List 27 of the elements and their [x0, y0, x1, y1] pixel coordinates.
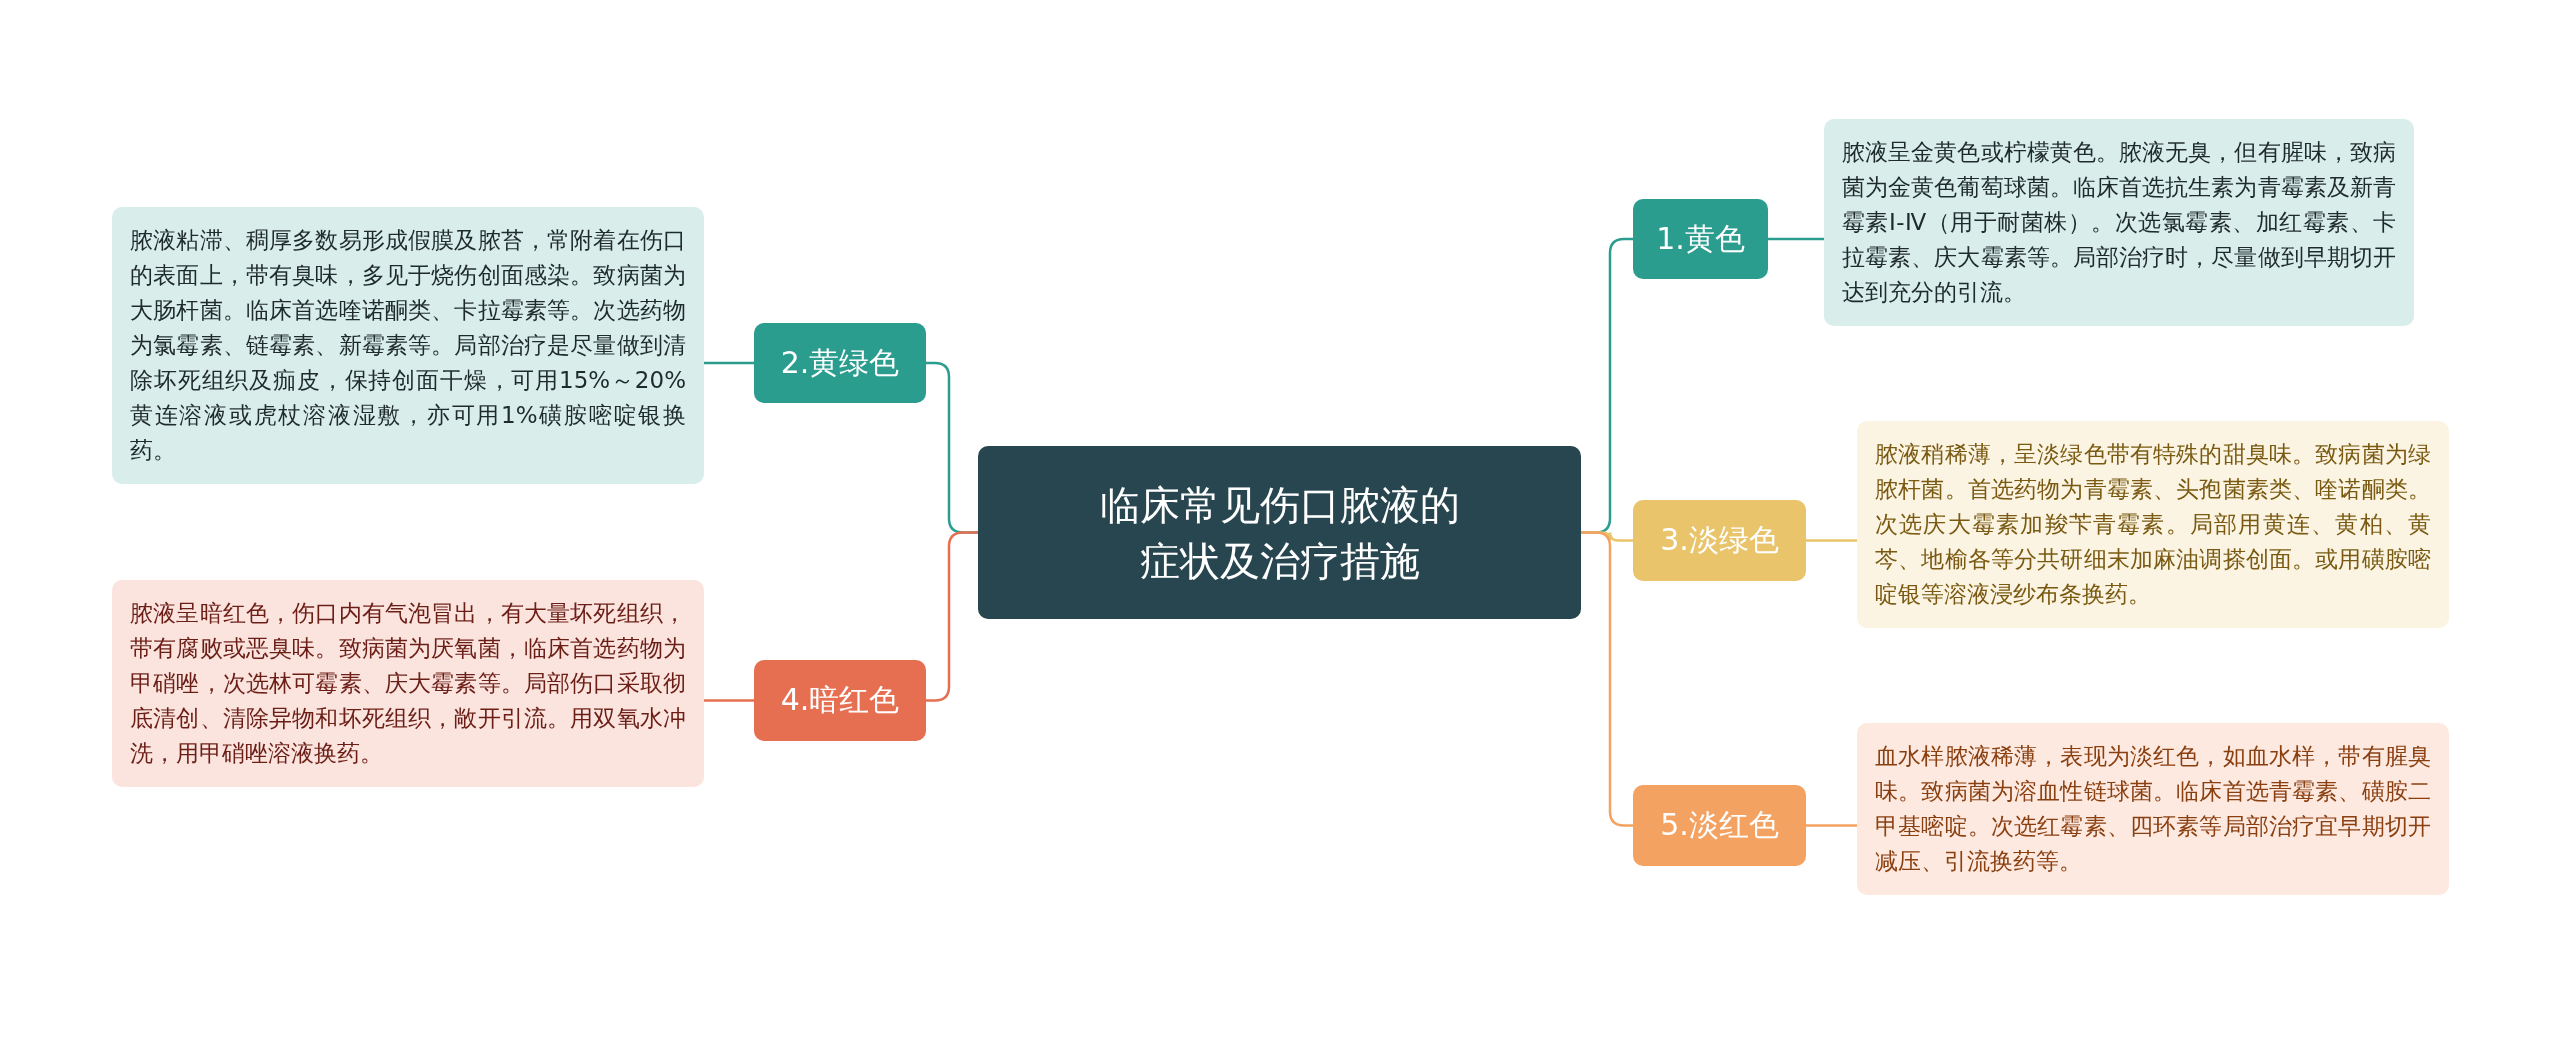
connector-line: [1806, 539, 1857, 542]
note-box: [1857, 421, 2449, 628]
branch-box: [754, 323, 926, 403]
branch-box: [1633, 500, 1806, 581]
note-text: 血水样脓液稀薄，表现为淡红色，如血水样，带有腥臭味。致病菌为溶血性链球菌。临床首选青霉素、磺胺二甲基嘧啶。次选红霉素、四环素等局部治疗宜早期切开减压、引流换药等。: [1875, 742, 2431, 876]
connector-line: [1768, 237, 1824, 241]
note-text: 脓液呈暗红色，伤口内有气泡冒出，有大量坏死组织，带有腐败或恶臭味。致病菌为厌氧菌，临床首选药物为甲硝唑，次选林可霉素、庆大霉素等。局部伤口采取彻底清创、清除异物和坏死组织，敞开引流。用双氧水冲洗，用甲硝唑溶液换药。: [130, 599, 686, 768]
note-box: [1857, 723, 2449, 895]
branch-box: [1633, 199, 1768, 279]
branch-label: 1.黄色: [1656, 219, 1745, 258]
note-box: [1824, 119, 2414, 326]
note-box: [112, 580, 704, 787]
note-box: [112, 207, 704, 484]
connector-line: [704, 361, 754, 365]
note-text: 脓液呈金黄色或柠檬黄色。脓液无臭，但有腥味，致病菌为金黄色葡萄球菌。临床首选抗生素为青霉素及新青霉素Ⅰ-Ⅳ（用于耐菌株）。次选氯霉素、加红霉素、卡拉霉素、庆大霉素等。局部治疗时，尽量做到早期切开达到充分的引流。: [1842, 138, 2396, 307]
branch-label: 2.黄绿色: [780, 343, 900, 382]
note-text: 脓液粘滞、稠厚多数易形成假膜及脓苔，常附着在伤口的表面上，带有臭味，多见于烧伤创面感染。致病菌为大肠杆菌。临床首选喹诺酮类、卡拉霉素等。次选药物为氯霉素、链霉素、新霉素等。局部治疗是尽量做到清除坏死组织及痂皮，保持创面干燥，可用15%～20%黄连溶液或虎杖溶液湿敷，亦可用1%磺胺嘧啶银换药。: [130, 226, 686, 465]
branch-box: [754, 660, 926, 741]
note-text: 脓液稍稀薄，呈淡绿色带有特殊的甜臭味。致病菌为绿脓杆菌。首选药物为青霉素、头孢菌素类、喹诺酮类。次选庆大霉素加羧苄青霉素。局部用黄连、黄柏、黄芩、地榆各等分共研细末加麻油调搽创面。或用磺胺嘧啶银等溶液浸纱布条换药。: [1875, 440, 2431, 609]
branch-label: 4.暗红色: [780, 681, 900, 719]
connector-line: [1806, 824, 1857, 827]
connector-line: [704, 699, 754, 702]
topic-title: 临床常见伤口脓液的症状及治疗措施: [1099, 480, 1460, 586]
branch-label: 5.淡红色: [1660, 806, 1779, 844]
branch-label: 3.淡绿色: [1660, 521, 1779, 559]
branch-box: [1633, 785, 1806, 866]
topic-box: [978, 446, 1581, 619]
